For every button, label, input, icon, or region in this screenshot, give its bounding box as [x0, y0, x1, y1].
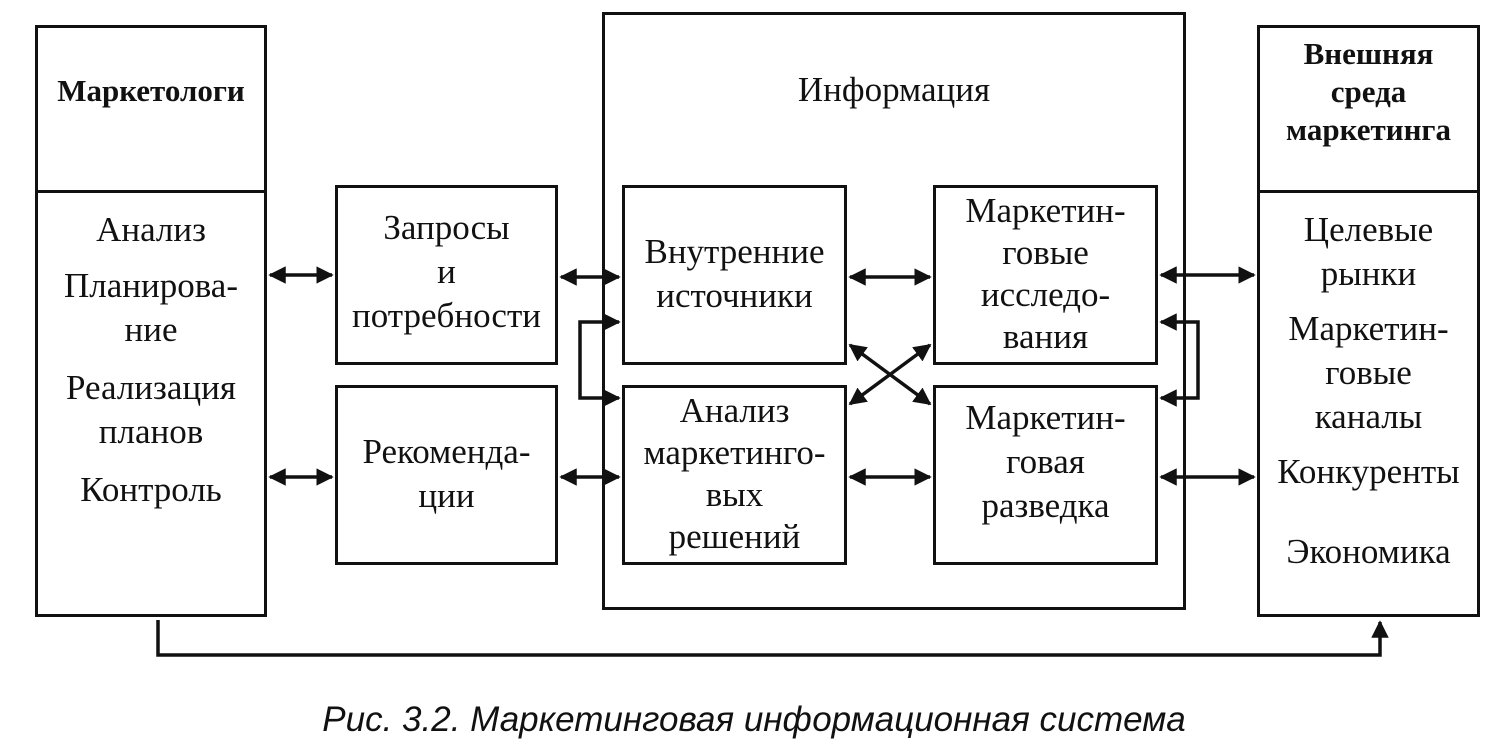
environment-divider [1257, 190, 1480, 193]
recommendations-label: Рекоменда- ции [362, 432, 531, 515]
environment-item-channels: Маркетин- говые каналы [1288, 309, 1449, 436]
marketers-item-implementation: Реализация планов [66, 368, 236, 451]
arrow-research-intelligence-loop [1159, 313, 1200, 407]
internal-sources-box [622, 185, 847, 365]
requests-label: Запросы и потребности [352, 208, 541, 335]
arrow-internal-analysis-loop [578, 313, 621, 407]
decision-analysis-label: Анализ маркетинго- вых решений [643, 391, 826, 556]
marketing-research-label: Маркетин- говые исследо- вания [965, 191, 1126, 356]
requests-box [335, 185, 558, 365]
environment-item-target-markets: Целевые рынки [1303, 210, 1434, 293]
marketers-item-planning: Планирова- ние [64, 266, 238, 349]
environment-item-competitors: Конкуренты [1277, 452, 1460, 491]
internal-sources-label: Внутренние источники [644, 232, 825, 315]
recommendations-box [335, 385, 558, 565]
figure-caption: Рис. 3.2. Маркетинговая информационная с… [322, 700, 1186, 739]
decision-analysis-box [622, 385, 847, 565]
marketers-box [35, 25, 267, 617]
environment-box [1257, 25, 1480, 617]
environment-title: Внешняя среда маркетинга [1285, 36, 1452, 147]
arrow-marketers-to-environment [156, 620, 1389, 657]
marketers-item-analysis: Анализ [96, 210, 206, 249]
marketing-intelligence-box [933, 385, 1158, 565]
marketers-title: Маркетологи [57, 73, 245, 108]
marketers-divider [35, 190, 267, 193]
marketing-intelligence-label: Маркетин- говая разведка [965, 398, 1126, 525]
marketing-research-box [933, 185, 1158, 365]
environment-item-economy: Экономика [1286, 532, 1451, 571]
arrow-research-analysis [848, 343, 932, 406]
information-title: Информация [797, 70, 991, 109]
marketers-item-control: Контроль [80, 470, 222, 509]
